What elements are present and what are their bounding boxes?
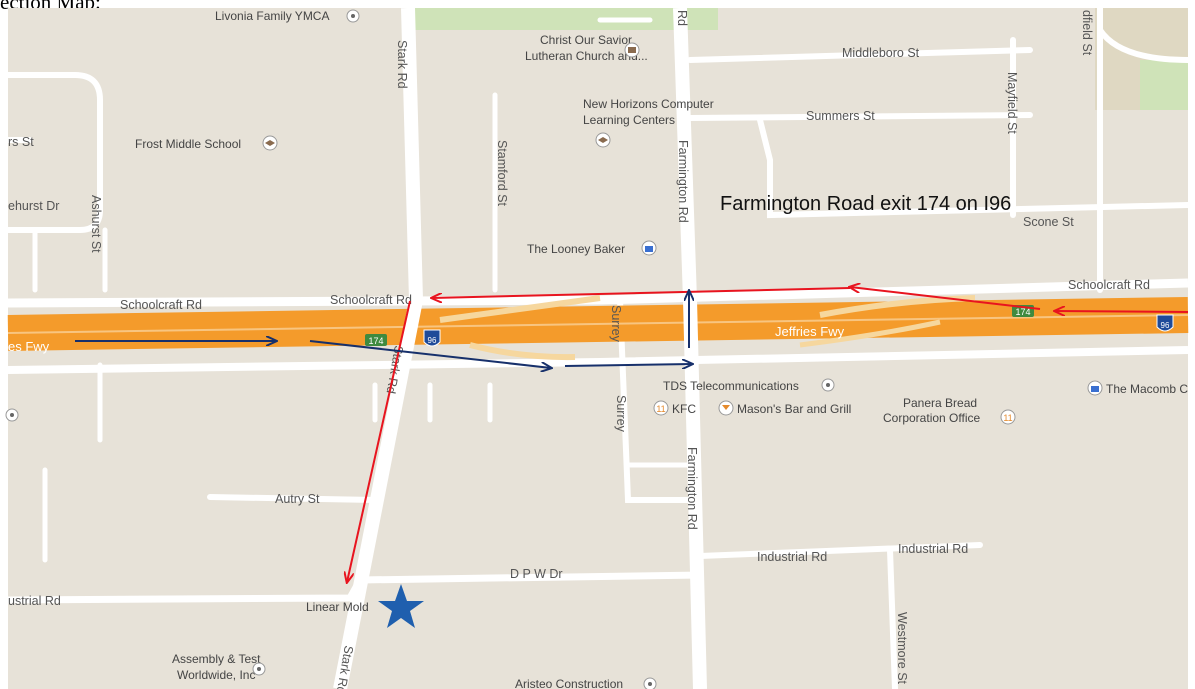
street-labels: Stark Rd Stark Rd Stark Rd Rd Farmington…: [8, 10, 1150, 689]
red-route: [347, 287, 1189, 582]
poi-dot-icon: [821, 378, 835, 392]
service-road-south: [7, 346, 1189, 374]
place-frost: Frost Middle School: [135, 137, 241, 151]
street-label-industrial-mid: Industrial Rd: [757, 550, 827, 564]
freeway-ramp-sw: [469, 342, 576, 361]
place-newhorizons-line2: Learning Centers: [583, 113, 675, 127]
freeway-lane-divider: [7, 314, 1189, 334]
street-label-ehurst: ehurst Dr: [8, 199, 59, 213]
svg-text:11: 11: [656, 404, 665, 414]
map-overlay-title: Farmington Road exit 174 on I96: [720, 193, 1011, 215]
street-label-stamford: Stamford St: [495, 140, 509, 207]
blue-route: [75, 291, 692, 368]
place-tds: TDS Telecommunications: [663, 379, 799, 393]
park-area: [408, 8, 718, 30]
street-label-mayfield: Mayfield St: [1005, 72, 1019, 134]
freeway-ramp-se: [799, 319, 941, 348]
place-masons: Mason's Bar and Grill: [737, 402, 851, 416]
street-label-surrey-south: Surrey: [614, 395, 628, 433]
street-label-rs: rs St: [8, 135, 34, 149]
street-label-industrial-east: Industrial Rd: [898, 542, 968, 556]
park-area-east-green: [1140, 60, 1188, 110]
svg-text:174: 174: [1015, 307, 1030, 317]
bag-icon: [1087, 380, 1103, 396]
place-kfc: KFC: [672, 402, 696, 416]
street-label-dfield: dfield St: [1080, 10, 1094, 56]
place-macomb: The Macomb C: [1106, 382, 1188, 396]
place-newhorizons-line1: New Horizons Computer: [583, 97, 714, 111]
freeway-ramp-nw: [439, 295, 601, 323]
street-label-autry: Autry St: [275, 492, 320, 506]
place-assembly-line2: Worldwide, Inc: [177, 668, 255, 682]
school-icon: [262, 135, 278, 151]
svg-text:174: 174: [368, 336, 383, 346]
route-arrow-icon: [347, 300, 411, 582]
street-label-summers: Summers St: [806, 109, 875, 123]
place-panera-line1: Panera Bread: [903, 396, 977, 410]
street-label-farmington-mid: Farmington Rd: [676, 140, 690, 223]
place-panera-line2: Corporation Office: [883, 411, 980, 425]
place-aristeo: Aristeo Construction: [515, 677, 623, 689]
street-label-westmore: Westmore St: [895, 612, 909, 685]
street-label-farmington-north: Rd: [675, 10, 689, 26]
street-label-dpw: D P W Dr: [510, 567, 563, 581]
place-church-line2: Lutheran Church and...: [525, 49, 648, 63]
restaurant-icon: 11: [653, 400, 669, 416]
route-arrow-icon: [564, 364, 692, 366]
star-marker-icon: [378, 584, 424, 628]
svg-text:96: 96: [428, 336, 437, 345]
route-arrow-icon: [309, 340, 551, 368]
route-arrow-icon: [1055, 311, 1189, 312]
street-label-industrial-west: ustrial Rd: [8, 594, 61, 608]
street-label-stark-north: Stark Rd: [395, 40, 409, 89]
church-icon: [624, 42, 640, 58]
restaurant-icon: 11: [1000, 409, 1016, 425]
poi-dot-icon: [346, 9, 360, 23]
street-label-schoolcraft-mid: Schoolcraft Rd: [330, 293, 412, 307]
street-label-farmington-south: Farmington Rd: [685, 447, 699, 530]
places: Livonia Family YMCA Christ Our Savior Lu…: [5, 9, 1188, 689]
poi-dot-icon: [252, 662, 266, 676]
stark-road: [333, 7, 424, 689]
place-linear-mold: Linear Mold: [306, 600, 369, 614]
street-label-jeffries-west: es Fwy: [8, 339, 50, 354]
i96-shield-east: 96: [1156, 314, 1174, 332]
exit-174-shield-west: 174: [365, 334, 387, 346]
poi-dot-icon: [5, 408, 19, 422]
svg-text:96: 96: [1161, 321, 1170, 330]
street-label-schoolcraft-west: Schoolcraft Rd: [120, 298, 202, 312]
place-church-line1: Christ Our Savior: [540, 33, 632, 47]
street-label-schoolcraft-east: Schoolcraft Rd: [1068, 278, 1150, 292]
street-label-ashurst: Ashurst St: [89, 195, 103, 253]
minor-streets: [5, 5, 1191, 689]
place-assembly-line1: Assembly & Test: [172, 652, 261, 666]
i96-shield-west: 96: [423, 329, 441, 347]
street-label-surrey-north: Surrey: [609, 305, 623, 343]
bag-icon: [641, 240, 657, 256]
street-label-middleboro: Middleboro St: [842, 46, 920, 60]
route-arrow-icon: [432, 287, 851, 298]
route-arrow-icon: [850, 287, 1041, 310]
poi-dot-icon: [643, 677, 657, 689]
street-label-scone: Scone St: [1023, 215, 1074, 229]
place-looney-baker: The Looney Baker: [527, 242, 625, 256]
svg-text:11: 11: [1003, 413, 1012, 423]
bar-icon: [718, 400, 734, 416]
school-icon: [595, 132, 611, 148]
street-label-jeffries: Jeffries Fwy: [775, 324, 845, 339]
place-ymca: Livonia Family YMCA: [215, 9, 329, 23]
